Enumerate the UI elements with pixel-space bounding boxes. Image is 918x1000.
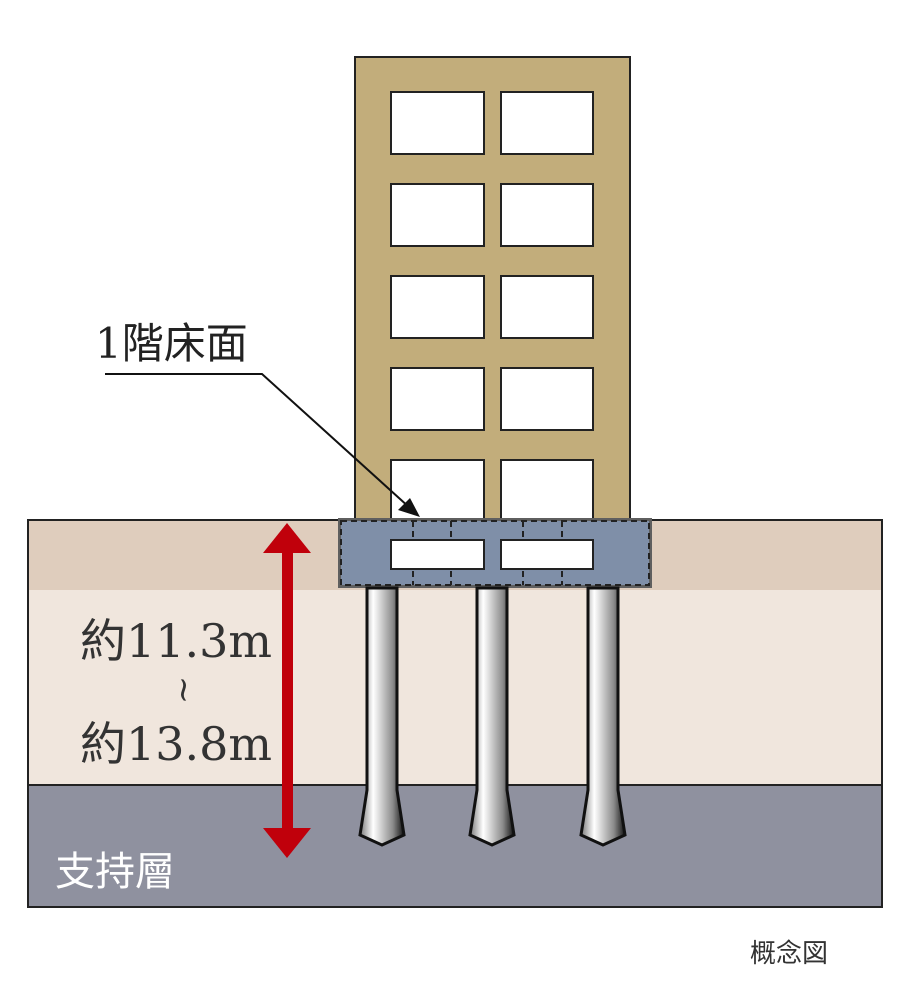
building-window bbox=[500, 275, 594, 339]
depth-max-label: 約13.8m bbox=[80, 717, 272, 771]
building-window bbox=[390, 275, 485, 339]
building-window bbox=[390, 367, 485, 431]
building bbox=[354, 56, 631, 523]
foundation-pile bbox=[579, 586, 627, 847]
building-window bbox=[500, 367, 594, 431]
floor-leader-line bbox=[105, 373, 420, 517]
foundation-pile bbox=[468, 586, 516, 847]
middle-soil-layer bbox=[28, 590, 882, 785]
building-window bbox=[500, 459, 594, 521]
building-window bbox=[500, 91, 594, 155]
building-window bbox=[390, 183, 485, 247]
basement bbox=[338, 518, 652, 588]
building-window bbox=[390, 91, 485, 155]
caption: 概念図 bbox=[750, 939, 828, 969]
range-separator: ~ bbox=[164, 676, 204, 705]
foundation-pile bbox=[358, 586, 406, 847]
building-window bbox=[500, 183, 594, 247]
floor-label: 1階床面 bbox=[95, 319, 248, 368]
depth-min-label: 約11.3m bbox=[80, 614, 272, 668]
depth-arrow bbox=[263, 523, 311, 858]
bearing-layer-label: 支持層 bbox=[55, 849, 175, 895]
bearing-layer bbox=[28, 785, 882, 907]
